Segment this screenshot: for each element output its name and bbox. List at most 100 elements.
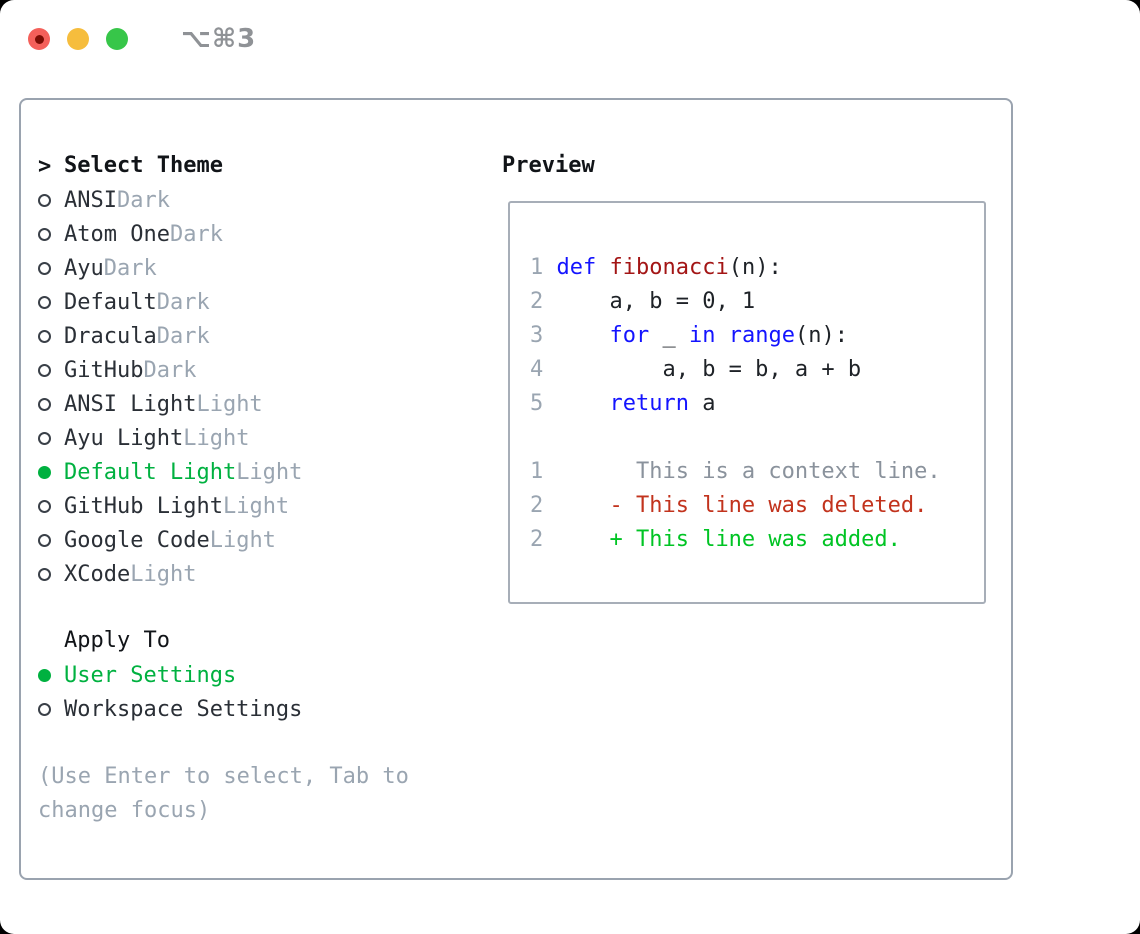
theme-option[interactable]: ANSI Dark bbox=[38, 183, 502, 217]
theme-name: ANSI Light bbox=[64, 391, 197, 417]
theme-name: GitHub Light bbox=[64, 493, 223, 519]
code-token bbox=[557, 391, 610, 416]
theme-name: Google Code bbox=[64, 527, 210, 553]
code-token: in bbox=[688, 323, 716, 348]
theme-option[interactable]: ANSI Light Light bbox=[38, 387, 502, 421]
line-number: 2 bbox=[530, 527, 544, 552]
theme-option[interactable]: Dracula Dark bbox=[38, 319, 502, 353]
diff-line-deleted: 2 - This line was deleted. bbox=[530, 489, 984, 523]
code-line: 3 for _ in range(n): bbox=[530, 319, 984, 353]
theme-name: ANSI bbox=[64, 187, 117, 213]
preview-title: Preview bbox=[502, 153, 595, 178]
line-number: 1 bbox=[530, 459, 544, 484]
theme-option[interactable]: Default Light Light bbox=[38, 455, 502, 489]
titlebar: ⌥⌘3 bbox=[28, 24, 257, 54]
diff-text: - This line was deleted. bbox=[556, 493, 928, 518]
theme-option[interactable]: Atom One Dark bbox=[38, 217, 502, 251]
code-token: def bbox=[556, 255, 597, 280]
theme-name: Ayu bbox=[64, 255, 104, 281]
theme-variant: Light bbox=[209, 527, 276, 553]
focus-caret-icon: > bbox=[38, 153, 52, 179]
theme-variant: Light bbox=[196, 391, 263, 417]
theme-variant: Dark bbox=[116, 187, 170, 213]
theme-name: Dracula bbox=[64, 323, 157, 349]
radio-icon bbox=[38, 702, 51, 716]
line-number: 3 bbox=[530, 323, 544, 348]
code-line: 2 a, b = 0, 1 bbox=[530, 285, 984, 319]
code-token: a bbox=[688, 391, 716, 416]
diff-text: + This line was added. bbox=[556, 527, 901, 552]
theme-option[interactable]: Google Code Light bbox=[38, 523, 502, 557]
theme-variant: Light bbox=[183, 425, 250, 451]
theme-name: Ayu Light bbox=[64, 425, 184, 451]
radio-icon bbox=[38, 533, 51, 547]
theme-variant: Dark bbox=[169, 221, 223, 247]
code-token: fibonacci bbox=[609, 255, 729, 280]
radio-icon bbox=[38, 567, 51, 581]
theme-variant: Dark bbox=[156, 289, 210, 315]
minimize-button[interactable] bbox=[67, 28, 89, 50]
theme-option[interactable]: GitHub Light Light bbox=[38, 489, 502, 523]
theme-name: XCode bbox=[64, 561, 131, 587]
radio-selected-icon bbox=[38, 465, 51, 479]
apply-to-label: Workspace Settings bbox=[64, 696, 303, 722]
diff-line-added: 2 + This line was added. bbox=[530, 523, 984, 557]
radio-icon bbox=[38, 397, 51, 411]
theme-variant: Light bbox=[130, 561, 197, 587]
help-text: (Use Enter to select, Tab to change focu… bbox=[38, 764, 409, 823]
diff-block: 1 This is a context line.2 - This line w… bbox=[530, 455, 984, 557]
radio-icon bbox=[38, 499, 51, 513]
close-button[interactable] bbox=[28, 28, 50, 50]
radio-icon bbox=[38, 431, 51, 445]
select-theme-title: Select Theme bbox=[64, 153, 223, 178]
theme-variant: Dark bbox=[156, 323, 210, 349]
code-token bbox=[596, 255, 609, 280]
line-number: 5 bbox=[530, 391, 544, 416]
theme-name: GitHub bbox=[64, 357, 144, 383]
line-number: 2 bbox=[530, 493, 544, 518]
radio-icon bbox=[38, 295, 51, 309]
radio-icon bbox=[38, 193, 51, 207]
theme-option[interactable]: Ayu Light Light bbox=[38, 421, 502, 455]
theme-variant: Light bbox=[222, 493, 290, 519]
code-token: _ bbox=[649, 323, 689, 348]
theme-name: Atom One bbox=[64, 221, 170, 247]
theme-name: Default bbox=[64, 289, 157, 315]
radio-selected-icon bbox=[38, 668, 51, 682]
apply-to-option[interactable]: Workspace Settings bbox=[38, 692, 502, 726]
theme-option[interactable]: Ayu Dark bbox=[38, 251, 502, 285]
theme-option[interactable]: Default Dark bbox=[38, 285, 502, 319]
code-line: 1 def fibonacci(n): bbox=[530, 251, 984, 285]
zoom-button[interactable] bbox=[106, 28, 128, 50]
code-token: (n): bbox=[794, 323, 848, 348]
select-theme-header: > Select Theme bbox=[38, 149, 502, 183]
code-token bbox=[557, 323, 610, 348]
code-token: for bbox=[609, 323, 650, 348]
theme-name: Default Light bbox=[64, 459, 237, 485]
code-token: range bbox=[728, 323, 795, 348]
diff-line-context: 1 This is a context line. bbox=[530, 455, 984, 489]
line-number: 2 bbox=[530, 289, 544, 314]
line-number: 1 bbox=[530, 255, 544, 280]
diff-text: This is a context line. bbox=[556, 459, 941, 484]
unsaved-changes-dot-icon bbox=[34, 34, 44, 44]
theme-variant: Dark bbox=[143, 357, 197, 383]
apply-to-title: Apply To bbox=[64, 628, 170, 653]
line-number: 4 bbox=[530, 357, 544, 382]
code-token bbox=[715, 323, 728, 348]
code-line: 4 a, b = b, a + b bbox=[530, 353, 984, 387]
preview-pane: Preview 1 def fibonacci(n):2 a, b = 0, 1… bbox=[502, 149, 1011, 878]
apply-to-option[interactable]: User Settings bbox=[38, 658, 502, 692]
theme-option[interactable]: XCode Light bbox=[38, 557, 502, 591]
theme-option[interactable]: GitHub Dark bbox=[38, 353, 502, 387]
radio-icon bbox=[38, 227, 51, 241]
radio-icon bbox=[38, 363, 51, 377]
window-shortcut-label: ⌥⌘3 bbox=[181, 24, 257, 54]
code-token: a, b = 0, 1 bbox=[556, 289, 756, 314]
